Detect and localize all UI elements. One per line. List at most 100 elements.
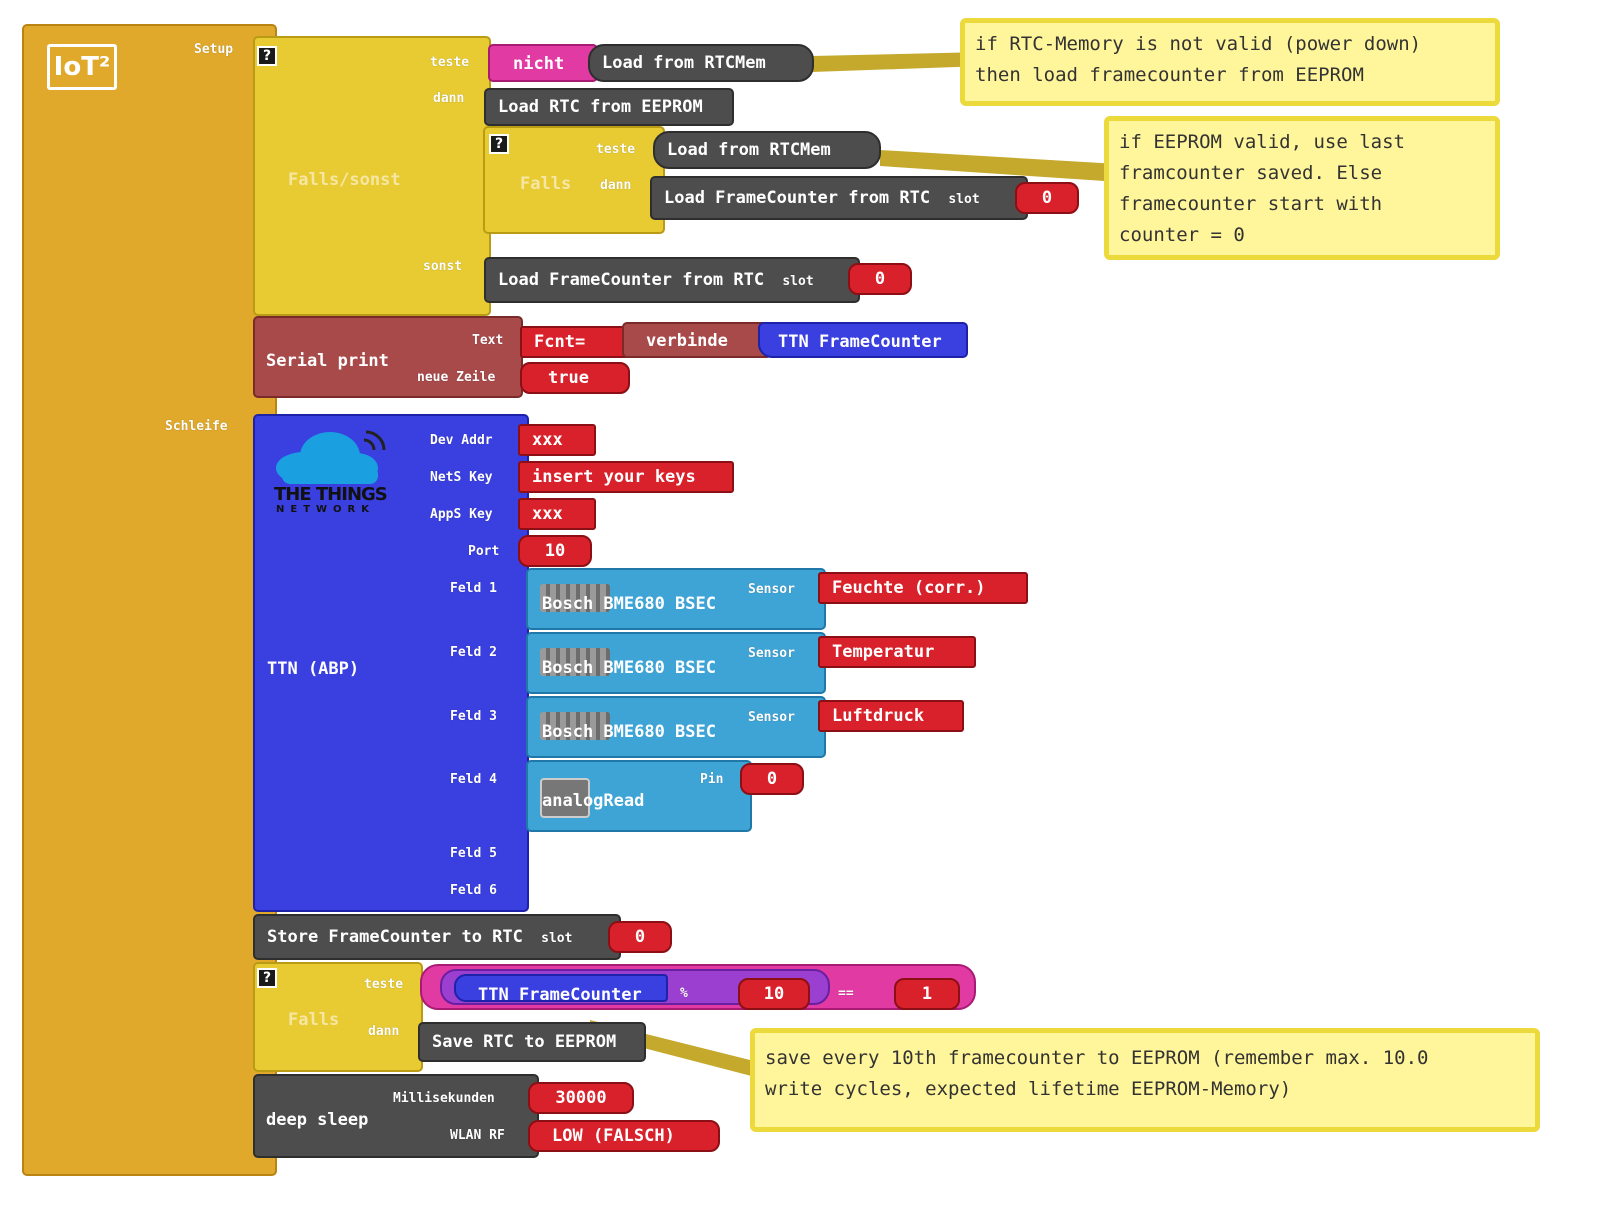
bme680-label: Bosch BME680 BSEC	[542, 722, 716, 742]
fcnt-string[interactable]: Fcnt=	[520, 326, 630, 358]
inner-if-block[interactable]	[483, 126, 665, 234]
field-2-label: Feld 2	[450, 645, 497, 660]
save-rtc-eeprom-block[interactable]: Save RTC to EEPROM	[418, 1022, 646, 1062]
load-rtc-eeprom-block[interactable]: Load RTC from EEPROM	[484, 88, 734, 126]
comment-line: framcounter saved. Else	[1119, 162, 1383, 184]
ms-input[interactable]: 30000	[528, 1082, 634, 1114]
store-slot-label: slot	[541, 931, 573, 946]
loop-label: Schleife	[165, 419, 228, 434]
ttn-logo-subtext: NETWORK	[276, 504, 376, 515]
inner-load-rtcmem-block[interactable]: Load from RTCMem	[653, 131, 881, 169]
pin-label: Pin	[700, 772, 724, 787]
comment-line: counter = 0	[1119, 224, 1245, 246]
bme680-block[interactable]	[526, 568, 826, 630]
iot-logo: IoT²	[47, 44, 117, 90]
if-else-title: Falls/sonst	[288, 170, 401, 190]
iot-main-block[interactable]	[22, 24, 277, 1176]
comment-line: save every 10th framecounter to EEPROM (…	[765, 1047, 1429, 1069]
ms-label: Millisekunden	[393, 1091, 495, 1106]
bosch-chip-icon	[540, 712, 610, 740]
field-5-label: Feld 5	[450, 846, 497, 861]
ttn-logo-text: THE THINGS	[274, 484, 388, 505]
setup-label: Setup	[194, 42, 234, 57]
not-label: nicht	[513, 54, 565, 74]
inner-slot-value[interactable]: 0	[1015, 182, 1079, 214]
deep-sleep-block[interactable]	[253, 1074, 539, 1158]
deep-sleep-title: deep sleep	[266, 1110, 369, 1130]
join-label: verbinde	[646, 331, 728, 351]
modulo-value[interactable]: 10	[738, 978, 810, 1010]
serial-print-block[interactable]	[253, 316, 523, 398]
sensor-label: Sensor	[748, 582, 795, 597]
else-slot-value[interactable]: 0	[848, 263, 912, 295]
field-3-label: Feld 3	[450, 709, 497, 724]
else-slot-label: slot	[782, 274, 814, 289]
store-fc-label: Store FrameCounter to RTC	[267, 927, 523, 947]
pin-input[interactable]: 0	[740, 763, 804, 795]
comment-rtc-memory[interactable]: if RTC-Memory is not valid (power down) …	[960, 18, 1500, 106]
else-load-fc-block[interactable]: Load FrameCounter from RTC slot	[484, 257, 860, 303]
comment-line: framecounter start with	[1119, 193, 1383, 215]
nets-key-input[interactable]: insert your keys	[518, 461, 734, 493]
serial-print-title: Serial print	[266, 351, 389, 371]
sensor-select-2[interactable]: Temperatur	[818, 636, 976, 668]
ttn-cloud-icon	[276, 430, 386, 484]
analog-chip-icon	[540, 778, 590, 818]
sensor-label: Sensor	[748, 710, 795, 725]
port-input[interactable]: 10	[518, 535, 592, 567]
field-4-label: Feld 4	[450, 772, 497, 787]
inner-if-test-label: teste	[596, 142, 636, 157]
store-fc-block[interactable]: Store FrameCounter to RTC slot	[253, 914, 621, 960]
port-label: Port	[468, 544, 500, 559]
modulo-operator: %	[680, 986, 688, 1001]
nets-key-label: NetS Key	[430, 470, 493, 485]
bme680-label: Bosch BME680 BSEC	[542, 658, 716, 678]
comment-save-every-10th[interactable]: save every 10th framecounter to EEPROM (…	[750, 1028, 1540, 1132]
ttn-framecounter-var[interactable]	[758, 322, 968, 358]
comment-eeprom-valid[interactable]: if EEPROM valid, use last framcounter sa…	[1104, 116, 1500, 260]
if-else-label: sonst	[423, 259, 463, 274]
help-icon[interactable]: ?	[257, 46, 277, 66]
if-else-block[interactable]	[253, 36, 491, 316]
sensor-select-1[interactable]: Feuchte (corr.)	[818, 572, 1028, 604]
inner-load-fc-label: Load FrameCounter from RTC	[664, 188, 931, 208]
apps-key-label: AppS Key	[430, 507, 493, 522]
if-then-label: dann	[433, 91, 465, 106]
dev-addr-label: Dev Addr	[430, 433, 493, 448]
inner-load-fc-block[interactable]: Load FrameCounter from RTC slot	[650, 176, 1028, 220]
field-1-label: Feld 1	[450, 581, 497, 596]
ttn-framecounter-label: TTN FrameCounter	[778, 332, 942, 352]
ttn-abp-title: TTN (ABP)	[267, 659, 360, 679]
bosch-chip-icon	[540, 584, 610, 612]
bottom-if-block[interactable]	[253, 962, 423, 1072]
inner-if-then-label: dann	[600, 178, 632, 193]
else-load-fc-label: Load FrameCounter from RTC	[498, 270, 765, 290]
store-slot-value[interactable]: 0	[608, 921, 672, 953]
sensor-select-3[interactable]: Luftdruck	[818, 700, 964, 732]
if-test-label: teste	[430, 55, 470, 70]
help-icon[interactable]: ?	[489, 134, 509, 154]
not-block[interactable]	[488, 44, 598, 82]
serial-newline-label: neue Zeile	[417, 370, 496, 385]
field-6-label: Feld 6	[450, 883, 497, 898]
inner-slot-label: slot	[948, 192, 980, 207]
equals-value[interactable]: 1	[894, 978, 960, 1010]
newline-value[interactable]: true	[520, 362, 630, 394]
bottom-if-title: Falls	[288, 1010, 340, 1030]
wlan-select[interactable]: LOW (FALSCH)	[528, 1120, 720, 1152]
ttn-framecounter-var[interactable]	[454, 974, 668, 1002]
load-rtcmem-block[interactable]: Load from RTCMem	[588, 44, 814, 82]
bme680-block[interactable]	[526, 696, 826, 758]
analogread-label: analogRead	[542, 791, 645, 811]
bme680-label: Bosch BME680 BSEC	[542, 594, 716, 614]
dev-addr-input[interactable]: xxx	[518, 424, 596, 456]
comment-line: if RTC-Memory is not valid (power down)	[975, 33, 1422, 55]
help-icon[interactable]: ?	[257, 968, 277, 988]
sensor-label: Sensor	[748, 646, 795, 661]
apps-key-input[interactable]: xxx	[518, 498, 596, 530]
inner-if-title: Falls	[520, 174, 572, 194]
comment-line: if EEPROM valid, use last	[1119, 131, 1405, 153]
bottom-if-then-label: dann	[368, 1024, 400, 1039]
bottom-ttn-fc-label: TTN FrameCounter	[478, 985, 642, 1005]
equals-operator: ==	[838, 986, 854, 1001]
